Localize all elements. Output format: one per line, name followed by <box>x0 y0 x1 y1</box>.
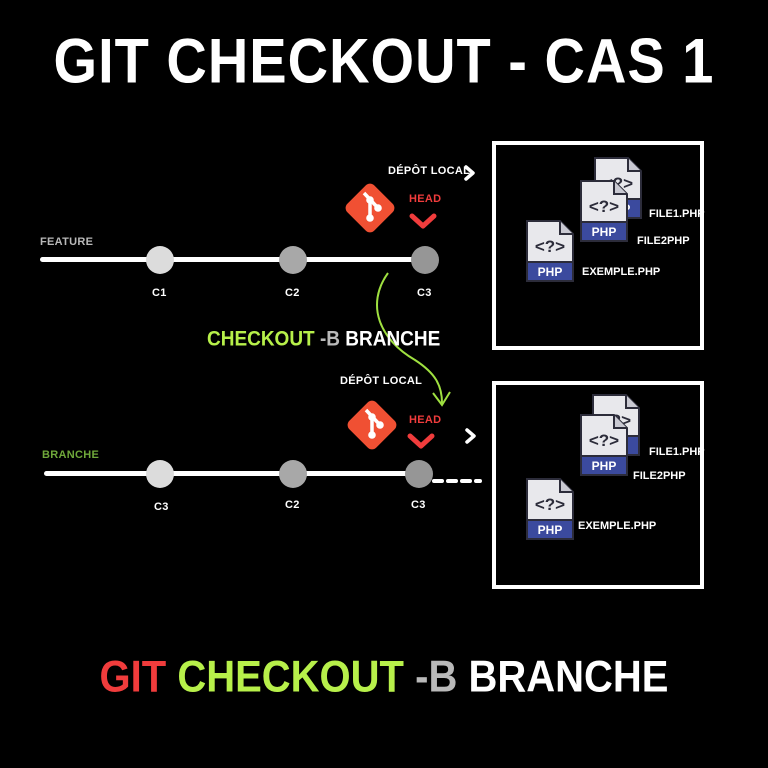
file-name: FILE1.PHP <box>649 208 705 220</box>
checkmark-icon <box>407 431 435 456</box>
dashed-continuation <box>432 471 482 489</box>
git-logo-icon <box>342 395 402 455</box>
svg-text:<?>: <?> <box>589 197 619 216</box>
depot-local-label: DÉPÔT LOCAL <box>388 165 471 177</box>
svg-text:<?>: <?> <box>589 431 619 450</box>
branch-label-feature: FEATURE <box>40 236 94 248</box>
svg-text:<?>: <?> <box>535 237 565 256</box>
commit-node-c3[interactable] <box>411 246 439 274</box>
cmd-branch: BRANCHE <box>468 652 669 702</box>
php-file-icon: PHP <?> <box>578 178 630 249</box>
file-name: FILE1.PHP <box>649 446 705 458</box>
git-logo-icon <box>340 178 400 238</box>
head-label: HEAD <box>409 414 442 426</box>
commit-label: C2 <box>285 499 300 511</box>
svg-text:PHP: PHP <box>538 265 563 279</box>
file-name: FILE2PHP <box>633 470 686 482</box>
file-name: FILE2PHP <box>637 235 690 247</box>
cmd-checkout: CHECKOUT <box>177 652 404 702</box>
cmd-flag: -B <box>415 652 458 702</box>
cmd-git: GIT <box>99 652 167 702</box>
commit-node-c2[interactable] <box>279 460 307 488</box>
file-name: EXEMPLE.PHP <box>582 266 661 278</box>
commit-node-c1[interactable] <box>146 246 174 274</box>
head-label: HEAD <box>409 193 442 205</box>
chevron-right-icon <box>462 164 478 187</box>
checkmark-icon <box>409 211 437 236</box>
php-file-icon: PHP <?> <box>524 476 576 547</box>
svg-text:PHP: PHP <box>538 523 563 537</box>
commit-node-c3[interactable] <box>405 460 433 488</box>
branch-label-branche: BRANCHE <box>42 449 100 461</box>
cmd-flag: -B <box>319 327 341 351</box>
depot-local-label: DÉPÔT LOCAL <box>340 375 423 387</box>
php-file-icon: PHP <?> <box>578 412 630 483</box>
commit-label: C3 <box>154 501 169 513</box>
commit-label: C1 <box>152 287 167 299</box>
page-title: GIT CHECKOUT - CAS 1 <box>53 25 715 96</box>
commit-line-branche <box>44 471 430 476</box>
cmd-checkout: CHECKOUT <box>207 327 315 351</box>
commit-label: C3 <box>417 287 432 299</box>
commit-node-c2[interactable] <box>279 246 307 274</box>
svg-text:<?>: <?> <box>535 495 565 514</box>
checkout-command: CHECKOUT -B BRANCHE <box>207 328 440 352</box>
commit-line-feature <box>40 257 430 262</box>
cmd-branch: BRANCHE <box>345 327 441 351</box>
svg-text:PHP: PHP <box>592 225 617 239</box>
commit-label: C3 <box>411 499 426 511</box>
php-file-icon: PHP <?> <box>524 218 576 289</box>
git-checkout-command: GIT CHECKOUT -B BRANCHE <box>0 652 768 702</box>
curved-arrow-icon <box>370 265 460 415</box>
chevron-right-icon <box>463 427 479 450</box>
commit-node-c3[interactable] <box>146 460 174 488</box>
file-name: EXEMPLE.PHP <box>578 520 657 532</box>
commit-label: C2 <box>285 287 300 299</box>
svg-text:PHP: PHP <box>592 459 617 473</box>
